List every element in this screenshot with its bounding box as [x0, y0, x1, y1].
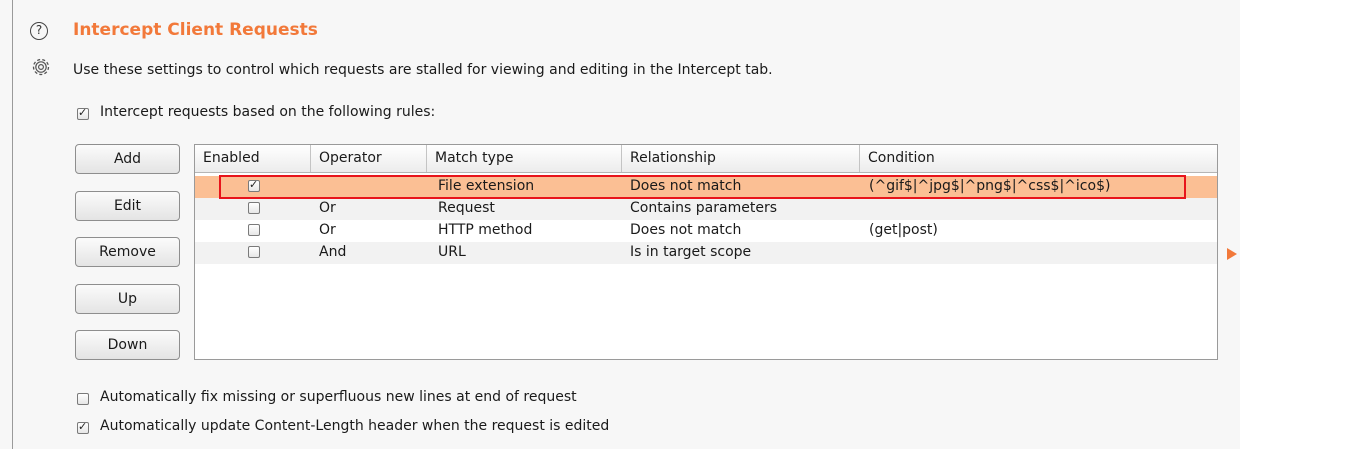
row-enabled-checkbox[interactable]: [248, 178, 260, 192]
table-row[interactable]: File extension Does not match (^gif$|^jp…: [195, 176, 1217, 198]
fix-newlines-checkbox[interactable]: [77, 393, 89, 405]
row-relationship: Does not match: [630, 178, 742, 194]
row-enabled-checkbox[interactable]: [248, 202, 260, 214]
row-operator: And: [319, 244, 347, 260]
intercept-rules-checkbox[interactable]: [77, 106, 89, 120]
edit-button[interactable]: Edit: [75, 191, 180, 221]
row-relationship: Is in target scope: [630, 244, 752, 260]
row-relationship: Contains parameters: [630, 200, 777, 216]
row-operator: Or: [319, 222, 336, 238]
help-icon[interactable]: ?: [30, 22, 48, 40]
fix-newlines-label: Automatically fix missing or superfluous…: [100, 389, 577, 405]
intercept-rules-label: Intercept requests based on the followin…: [100, 104, 436, 120]
row-operator: Or: [319, 200, 336, 216]
column-header-match-type[interactable]: Match type: [427, 145, 622, 172]
remove-button[interactable]: Remove: [75, 237, 180, 267]
gear-icon: [32, 58, 50, 76]
section-description: Use these settings to control which requ…: [73, 62, 773, 78]
panel-divider: [12, 0, 13, 449]
column-header-condition[interactable]: Condition: [868, 150, 935, 166]
expand-arrow-icon[interactable]: [1227, 248, 1237, 260]
row-match-type: URL: [438, 244, 466, 260]
table-row[interactable]: Or Request Contains parameters: [195, 198, 1217, 220]
rules-table: Enabled Operator Match type Relationship…: [194, 144, 1218, 360]
row-match-type: Request: [438, 200, 495, 216]
column-header-relationship[interactable]: Relationship: [622, 145, 860, 172]
column-header-operator[interactable]: Operator: [311, 145, 427, 172]
row-condition: (^gif$|^jpg$|^png$|^css$|^ico$): [869, 178, 1111, 194]
update-content-length-checkbox[interactable]: [77, 420, 89, 434]
row-condition: (get|post): [869, 222, 938, 238]
row-enabled-checkbox[interactable]: [248, 246, 260, 258]
column-header-enabled[interactable]: Enabled: [195, 145, 311, 172]
update-content-length-label: Automatically update Content-Length head…: [100, 418, 610, 434]
table-header: Enabled Operator Match type Relationship…: [195, 145, 1217, 173]
add-button[interactable]: Add: [75, 144, 180, 174]
section-title: Intercept Client Requests: [73, 20, 318, 40]
row-relationship: Does not match: [630, 222, 742, 238]
row-match-type: File extension: [438, 178, 535, 194]
row-enabled-checkbox[interactable]: [248, 224, 260, 236]
down-button[interactable]: Down: [75, 330, 180, 360]
row-highlight-annotation: [219, 175, 1186, 199]
up-button[interactable]: Up: [75, 284, 180, 314]
table-row[interactable]: And URL Is in target scope: [195, 242, 1217, 264]
table-row[interactable]: Or HTTP method Does not match (get|post): [195, 220, 1217, 242]
row-match-type: HTTP method: [438, 222, 533, 238]
